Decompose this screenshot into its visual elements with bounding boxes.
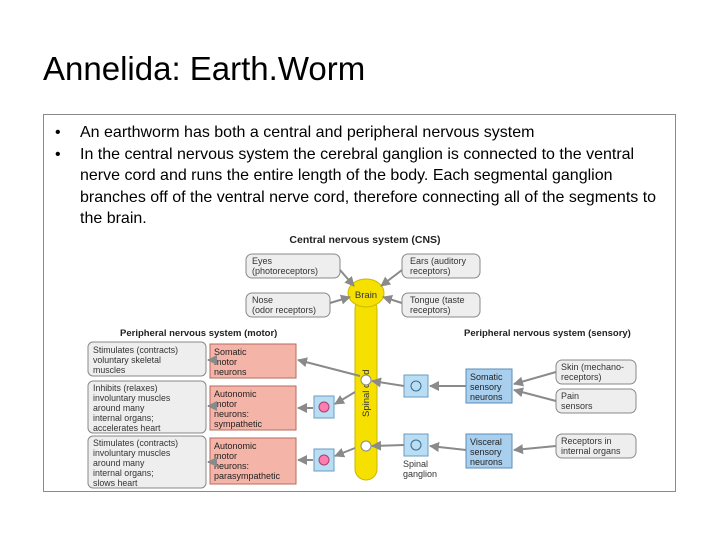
parasympathetic-box: Autonomic motor neurons: parasympathetic	[209, 437, 297, 485]
svg-text:Pain: Pain	[561, 391, 579, 401]
svg-text:Stimulates (contracts): Stimulates (contracts)	[93, 345, 178, 355]
svg-text:internal organs;: internal organs;	[93, 468, 154, 478]
cord-junction-lower	[360, 440, 372, 452]
cord-to-somatic-arrow	[297, 357, 361, 377]
bullet-dot: •	[55, 124, 61, 141]
svg-text:muscles: muscles	[93, 365, 126, 375]
svg-text:neurons: neurons	[470, 457, 503, 467]
tongue-box: Tongue (taste receptors)	[401, 292, 481, 318]
spinal-ganglion-label-2: ganglion	[403, 469, 437, 479]
content-frame	[43, 114, 676, 492]
tongue-arrow	[382, 294, 403, 305]
svg-text:Skin (mechano-: Skin (mechano-	[561, 362, 624, 372]
spinal-ganglion-upper-icon	[403, 374, 429, 398]
svg-text:Tongue (taste: Tongue (taste	[410, 295, 465, 305]
svg-text:motor: motor	[214, 451, 237, 461]
visceral-sensory-box: Visceral sensory neurons	[465, 433, 513, 469]
sympathetic-ganglion-icon	[313, 395, 335, 419]
somatic-motor-box: Somatic motor neurons	[209, 343, 297, 379]
svg-text:Autonomic: Autonomic	[214, 389, 257, 399]
somatic-sensory-box: Somatic sensory neurons	[465, 368, 513, 404]
ganglion-to-cord-upper-arrow	[371, 377, 405, 388]
svg-text:sympathetic: sympathetic	[214, 419, 263, 429]
svg-text:sensory: sensory	[470, 447, 502, 457]
svg-text:around many: around many	[93, 403, 145, 413]
eyes-arrow	[339, 269, 355, 287]
bullet-item: • An earthworm has both a central and pe…	[50, 122, 674, 144]
spinal-ganglion-lower-icon	[403, 433, 429, 457]
nose-box: Nose (odor receptors)	[245, 292, 331, 318]
svg-text:neurons:: neurons:	[214, 409, 249, 419]
pain-sensor-box: Pain sensors	[555, 388, 637, 414]
ears-box: Ears (auditory receptors)	[401, 253, 481, 279]
sympathetic-box: Autonomic motor neurons: sympathetic	[209, 385, 297, 431]
bullet-list: • An earthworm has both a central and pe…	[50, 122, 674, 230]
svg-text:Eyes: Eyes	[252, 256, 273, 266]
effect-box-voluntary: Stimulates (contracts) voluntary skeleta…	[87, 341, 207, 377]
pain-to-sensory-arrow	[513, 387, 557, 402]
brain-shape	[347, 278, 385, 308]
svg-text:slows heart: slows heart	[93, 478, 138, 488]
svg-text:Visceral: Visceral	[470, 437, 502, 447]
cord-to-para-ganglion-arrow	[334, 447, 356, 458]
effect-box-inhibits: Inhibits (relaxes) involuntary muscles a…	[87, 380, 207, 434]
svg-text:accelerates heart: accelerates heart	[93, 423, 161, 433]
svg-text:internal organs: internal organs	[561, 446, 621, 456]
svg-text:Receptors in: Receptors in	[561, 436, 612, 446]
pns-sensory-title: Peripheral nervous system (sensory)	[464, 328, 631, 339]
parasympathetic-ganglion-icon	[313, 448, 335, 472]
bullet-item: • In the central nervous system the cere…	[50, 144, 674, 230]
svg-text:sensors: sensors	[561, 401, 593, 411]
pns-motor-title: Peripheral nervous system (motor)	[120, 328, 277, 339]
svg-text:Nose: Nose	[252, 295, 273, 305]
svg-text:Ears (auditory: Ears (auditory	[410, 256, 467, 266]
svg-text:internal organs;: internal organs;	[93, 413, 154, 423]
svg-text:motor: motor	[214, 357, 237, 367]
skin-receptor-box: Skin (mechano- receptors)	[555, 359, 637, 385]
svg-text:involuntary muscles: involuntary muscles	[93, 448, 171, 458]
slide-title: Annelida: Earth.Worm	[43, 50, 366, 87]
svg-text:neurons: neurons	[470, 392, 503, 402]
svg-text:Autonomic: Autonomic	[214, 441, 257, 451]
nervous-system-diagram: Central nervous system (CNS) Brain Spina…	[87, 234, 637, 489]
internal-to-visceral-arrow	[513, 444, 557, 455]
svg-text:receptors): receptors)	[410, 305, 451, 315]
effect-box-stimulates-involuntary: Stimulates (contracts) involuntary muscl…	[87, 435, 207, 489]
svg-text:sensory: sensory	[470, 382, 502, 392]
svg-text:Inhibits (relaxes): Inhibits (relaxes)	[93, 383, 158, 393]
spinal-ganglion-label: Spinal	[403, 459, 428, 469]
bullet-text: In the central nervous system the cerebr…	[80, 145, 657, 228]
svg-text:voluntary skeletal: voluntary skeletal	[93, 355, 161, 365]
svg-text:parasympathetic: parasympathetic	[214, 471, 281, 481]
cord-junction-upper	[360, 374, 372, 386]
brain-label: Brain	[355, 290, 377, 301]
svg-text:involuntary muscles: involuntary muscles	[93, 393, 171, 403]
ears-arrow	[380, 269, 403, 287]
bullet-text: An earthworm has both a central and peri…	[80, 124, 535, 141]
svg-text:receptors): receptors)	[561, 372, 602, 382]
cord-to-symp-ganglion-arrow	[334, 391, 356, 405]
svg-text:neurons: neurons	[214, 367, 247, 377]
svg-text:Somatic: Somatic	[470, 372, 503, 382]
spinal-cord-label: Spinal cord	[361, 369, 372, 417]
ganglion-to-cord-lower-arrow	[371, 440, 405, 451]
svg-text:Somatic: Somatic	[214, 347, 247, 357]
svg-text:receptors): receptors)	[410, 266, 451, 276]
svg-text:neurons:: neurons:	[214, 461, 249, 471]
svg-text:(photoreceptors): (photoreceptors)	[252, 266, 318, 276]
svg-text:motor: motor	[214, 399, 237, 409]
cns-title: Central nervous system (CNS)	[289, 234, 440, 246]
bullet-dot: •	[55, 145, 61, 163]
svg-text:Stimulates (contracts): Stimulates (contracts)	[93, 438, 178, 448]
skin-to-sensory-arrow	[513, 371, 557, 387]
visceral-to-ganglion-arrow	[429, 442, 467, 452]
svg-text:around many: around many	[93, 458, 145, 468]
eyes-box: Eyes (photoreceptors)	[245, 253, 341, 279]
svg-text:(odor receptors): (odor receptors)	[252, 305, 316, 315]
internal-receptor-box: Receptors in internal organs	[555, 433, 637, 459]
nose-arrow	[329, 294, 351, 305]
